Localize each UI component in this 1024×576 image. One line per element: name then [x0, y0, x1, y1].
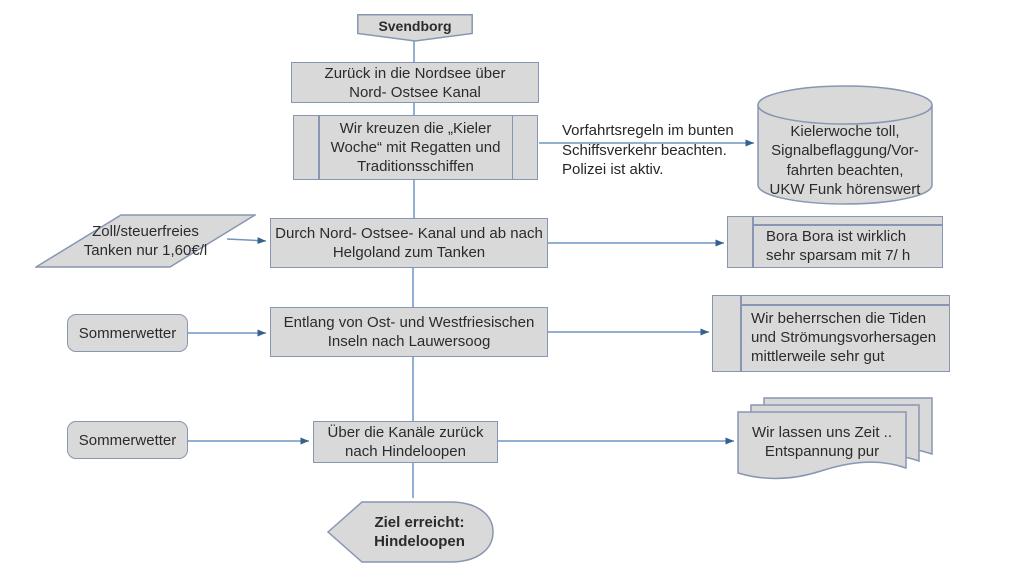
- cond-sommerwetter-2-label: Sommerwetter: [78, 431, 177, 449]
- multi-document-shape: [737, 397, 933, 480]
- flow-step-helgoland: Durch Nord- Ostsee- Kanal und ab nach He…: [270, 218, 548, 268]
- step-nordsee-label: Zurück in die Nordsee über Nord- Ostsee …: [324, 64, 506, 101]
- flow-step-nordsee: Zurück in die Nordsee über Nord- Ostsee …: [291, 62, 539, 103]
- cylinder-shape: [757, 85, 933, 205]
- step-helgoland-label: Durch Nord- Ostsee- Kanal und ab nach He…: [275, 225, 543, 261]
- parallelogram-shape: [35, 214, 256, 268]
- flow-doc-zeit: Wir lassen uns Zeit .. Entspannung pur: [737, 397, 933, 483]
- cond-sommerwetter-1-label: Sommerwetter: [78, 324, 177, 342]
- flow-step-kieler-woche: Wir kreuzen die „Kieler Woche“ mit Regat…: [293, 115, 538, 180]
- flow-input-zoll: Zoll/steuerfreies Tanken nur 1,60€/l: [35, 214, 256, 268]
- flow-start-svendborg: Svendborg: [357, 14, 473, 42]
- storage-top-bar: [740, 304, 949, 306]
- storage-left-bar: [752, 217, 754, 267]
- store-tiden-label: Wir beherrschen die Tiden und Strömungsv…: [751, 310, 937, 365]
- flow-step-inseln: Entlang von Ost- und Westfriesischen Ins…: [270, 307, 548, 357]
- step-kanaele-label: Über die Kanäle zurück nach Hindeloopen: [327, 424, 484, 460]
- flow-cond-sommerwetter-1: Sommerwetter: [67, 314, 188, 352]
- predefined-right-bar: [511, 116, 513, 179]
- flow-cond-sommerwetter-2: Sommerwetter: [67, 421, 188, 459]
- flow-end-hindeloopen: Ziel erreicht: Hindeloopen: [327, 498, 494, 566]
- end-label: Ziel erreicht: Hindeloopen: [374, 514, 465, 550]
- storage-top-bar: [752, 224, 942, 226]
- db-kielerwoche-label: Kielerwoche toll, Signalbeflaggung/Vor- …: [769, 122, 921, 199]
- store-bora-label: Bora Bora ist wirklich sehr sparsam mit …: [766, 227, 911, 264]
- predefined-left-bar: [318, 116, 320, 179]
- pennant-shape: [357, 14, 473, 42]
- step-kieler-woche-label: Wir kreuzen die „Kieler Woche“ mit Regat…: [330, 120, 501, 175]
- start-label: Svendborg: [378, 17, 452, 34]
- input-zoll-label: Zoll/steuerfreies Tanken nur 1,60€/l: [83, 223, 208, 259]
- storage-left-bar: [740, 296, 742, 371]
- connector-zoll-to-helgoland: [226, 237, 267, 245]
- flow-store-tiden: Wir beherrschen die Tiden und Strömungsv…: [712, 295, 950, 372]
- doc-zeit-label: Wir lassen uns Zeit .. Entspannung pur: [751, 424, 893, 460]
- display-shape: [327, 501, 494, 563]
- flow-store-bora: Bora Bora ist wirklich sehr sparsam mit …: [727, 216, 943, 268]
- step-inseln-label: Entlang von Ost- und Westfriesischen Ins…: [283, 314, 535, 350]
- flow-step-kanaele: Über die Kanäle zurück nach Hindeloopen: [313, 421, 498, 463]
- flow-db-kielerwoche: Kielerwoche toll, Signalbeflaggung/Vor- …: [757, 85, 933, 206]
- note-vorfahrtsregeln: Vorfahrtsregeln im bunten Schiffsverkehr…: [562, 122, 734, 178]
